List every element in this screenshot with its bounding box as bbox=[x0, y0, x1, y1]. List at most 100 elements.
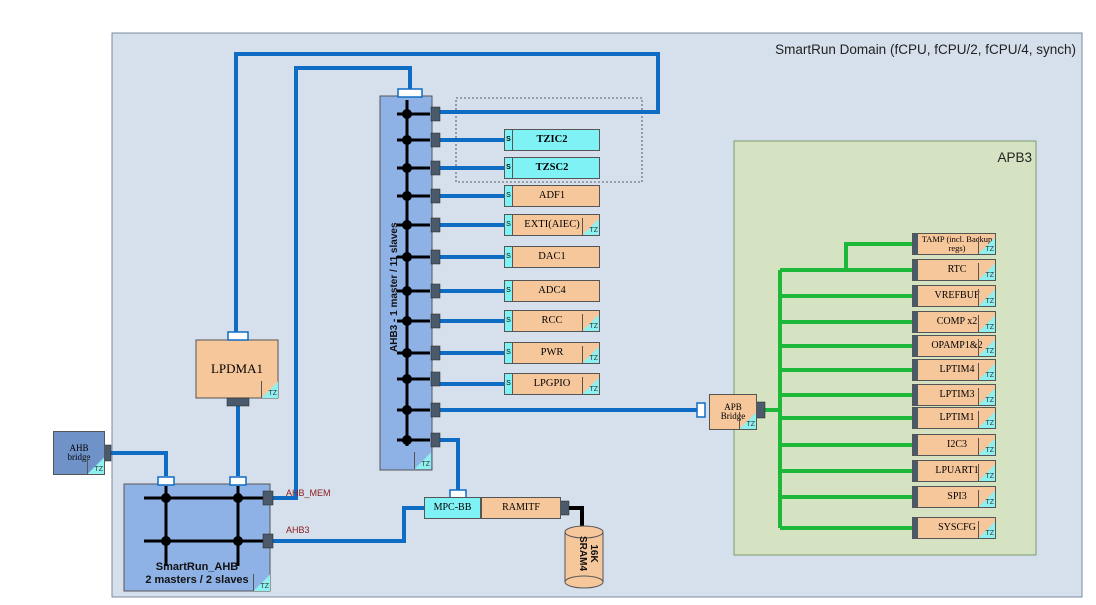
peripheral-label: SYSCFG bbox=[938, 521, 976, 533]
peripheral-label: DAC1 bbox=[538, 251, 566, 263]
peripheral-label: PWR bbox=[540, 347, 564, 359]
ahb3-peripheral-tzsc2[interactable]: S TZSC2 bbox=[504, 157, 600, 179]
ramitf-block[interactable]: RAMITF bbox=[481, 497, 561, 519]
tz-marker: TZ bbox=[582, 218, 599, 235]
s-marker: S bbox=[505, 186, 513, 206]
smartrun-ahb-nodes bbox=[161, 493, 243, 546]
apb-bridge-block[interactable]: APB Bridge TZ bbox=[709, 394, 757, 430]
apb3-peripheral-i2c3[interactable]: I2C3 TZ bbox=[912, 434, 996, 456]
tz-marker: TZ bbox=[978, 388, 995, 405]
ahb3-matrix-ports bbox=[430, 106, 441, 448]
apb-bridge-port bbox=[755, 401, 766, 419]
tz-marker: TZ bbox=[978, 521, 995, 538]
peripheral-label: VREFBUF bbox=[934, 289, 980, 301]
smartrun-slave-port-2 bbox=[262, 533, 274, 549]
ahb3-label: AHB3 bbox=[286, 525, 310, 535]
apb3-peripheral-spi3[interactable]: SPI3 TZ bbox=[912, 486, 996, 508]
tz-marker: TZ bbox=[582, 346, 599, 363]
tz-marker: TZ bbox=[582, 314, 599, 331]
peripheral-label: TZIC2 bbox=[536, 134, 568, 146]
apb-port-stub bbox=[913, 461, 918, 481]
peripheral-label: TZSC2 bbox=[535, 162, 569, 174]
peripheral-label: LPTIM1 bbox=[939, 411, 975, 423]
peripheral-label: SPI3 bbox=[947, 490, 967, 502]
peripheral-label: ADC4 bbox=[538, 285, 566, 297]
ahb-bridge-line2: bridge bbox=[67, 452, 91, 462]
apb-port-stub bbox=[913, 518, 918, 538]
apb3-title: APB3 bbox=[997, 150, 1032, 165]
apb-port-stub bbox=[913, 385, 918, 405]
sram-line1: 16K bbox=[588, 544, 599, 563]
s-marker: S bbox=[505, 158, 513, 178]
peripheral-label: OPAMP1&2 bbox=[931, 339, 983, 351]
ahb-bridge-bus bbox=[110, 451, 168, 476]
peripheral-label: LPUART1 bbox=[935, 464, 979, 476]
tz-marker: TZ bbox=[978, 490, 995, 507]
peripheral-label: I2C3 bbox=[947, 438, 967, 450]
tz-marker: TZ bbox=[978, 315, 995, 332]
sram-label: 16K SRAM4 bbox=[577, 536, 600, 572]
smartrun-ahb-label: SmartRun_AHB 2 masters / 2 slaves bbox=[124, 561, 270, 586]
tz-marker: TZ bbox=[261, 381, 278, 398]
peripheral-label: RCC bbox=[541, 315, 563, 327]
lpdma-bottom-port bbox=[226, 397, 250, 407]
peripheral-label: TAMP (incl. Backup regs) bbox=[921, 234, 993, 253]
apb-port-stub bbox=[913, 260, 918, 280]
s-marker: S bbox=[505, 374, 513, 394]
s-marker: S bbox=[505, 215, 513, 235]
smartrun-ahb-line2: 2 masters / 2 slaves bbox=[145, 573, 249, 586]
peripheral-label: RTC bbox=[947, 263, 967, 275]
ahb-bridge-block[interactable]: AHB bridge TZ bbox=[53, 431, 105, 475]
ahb3-peripheral-rcc[interactable]: S RCC TZ bbox=[504, 310, 600, 332]
peripheral-label: EXTI(AIEC) bbox=[524, 219, 580, 231]
apb-bridge-input-port bbox=[696, 402, 706, 418]
tz-marker: TZ bbox=[978, 263, 995, 280]
smartrun-ahb-line1: SmartRun_AHB bbox=[155, 561, 239, 573]
ahb3-master-port bbox=[397, 88, 423, 98]
ahb-bridge-line1: AHB bbox=[69, 442, 89, 453]
ahb-bus-lines bbox=[110, 52, 700, 543]
apb-port-stub bbox=[913, 312, 918, 332]
apb-port-stub bbox=[913, 234, 918, 254]
peripheral-label: COMP x2 bbox=[936, 315, 978, 327]
tz-marker: TZ bbox=[978, 464, 995, 481]
peripheral-label: LPTIM4 bbox=[939, 363, 975, 375]
ramitf-to-sram-bus bbox=[566, 506, 584, 528]
peripheral-label: LPTIM3 bbox=[939, 388, 975, 400]
lpdma-block[interactable]: LPDMA1 TZ bbox=[196, 340, 278, 398]
sram-cylinder bbox=[564, 525, 604, 589]
apb3-peripheral-rtc[interactable]: RTC TZ bbox=[912, 259, 996, 281]
ahb3-to-mpc-bus bbox=[268, 506, 424, 543]
tz-marker: TZ bbox=[978, 438, 995, 455]
sram-line2: SRAM4 bbox=[577, 536, 589, 572]
s-marker: S bbox=[505, 311, 513, 331]
apb-port-stub bbox=[913, 286, 918, 306]
smartrun-master-port-2 bbox=[229, 476, 247, 486]
lpdma-top-port bbox=[227, 331, 249, 341]
tz-marker: TZ bbox=[414, 452, 431, 469]
matrix-to-mpc-bus bbox=[440, 438, 460, 492]
mpc-bb-block[interactable]: MPC-BB bbox=[424, 497, 481, 519]
ahb3-peripheral-exti-aiec[interactable]: S EXTI(AIEC)TZ bbox=[504, 214, 600, 236]
peripheral-label: LPGPIO bbox=[533, 378, 571, 390]
ahb-mem-label: AHB_MEM bbox=[286, 488, 331, 498]
apb3-peripheral-tamp-incl-backup-regs[interactable]: TAMP (incl. Backup regs)TZ bbox=[912, 233, 996, 255]
smartrun-master-port-1 bbox=[157, 476, 175, 486]
apb-port-stub bbox=[913, 360, 918, 380]
lpdma-top-bus bbox=[234, 52, 660, 332]
